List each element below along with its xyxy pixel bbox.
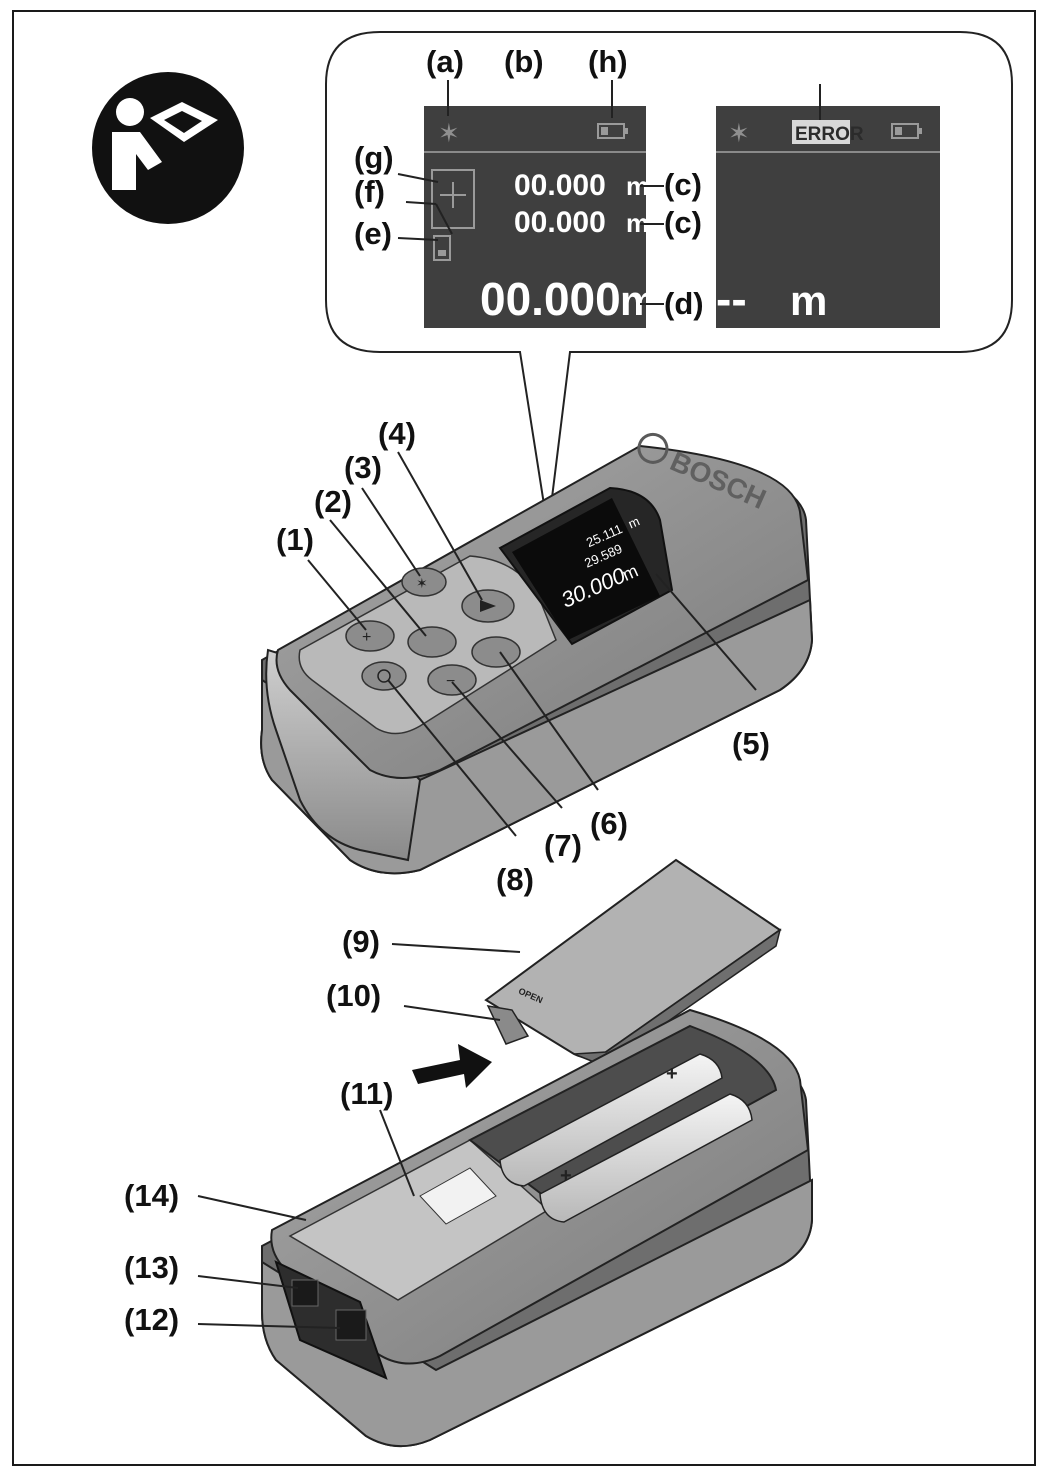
lower-leader-lines — [197, 943, 521, 1329]
serial-number-label — [419, 1167, 497, 1225]
callout-4: (4) — [378, 416, 416, 451]
device-callout-labels: (1) (2) (3) (4) (5) (6) (7) (8) — [276, 416, 770, 897]
unit-line-1: m — [626, 171, 649, 201]
callout-a: (a) — [426, 44, 464, 79]
rangefinder-back: + + — [261, 1008, 814, 1448]
display-leader-lines — [397, 80, 821, 305]
keypad: + ✶ − — [345, 567, 521, 696]
measure-icon — [480, 600, 496, 612]
power-icon — [377, 669, 391, 683]
callout-2: (2) — [314, 484, 352, 519]
measuring-function-icon — [431, 169, 475, 229]
cover-latch — [486, 1005, 530, 1045]
callout-10: (10) — [326, 978, 381, 1013]
rangefinder-front — [260, 444, 814, 875]
value-line-2: 00.000 — [514, 206, 606, 239]
callout-11: (11) — [340, 1076, 393, 1111]
svg-text:+: + — [560, 1165, 572, 1187]
minus-button[interactable] — [427, 664, 477, 696]
callout-f: (f) — [354, 174, 385, 209]
callout-5: (5) — [732, 726, 770, 761]
minus-icon: − — [446, 673, 455, 690]
function-button[interactable] — [407, 626, 457, 658]
error-value: -- — [716, 273, 747, 325]
bluetooth-icon: ✶ — [728, 119, 750, 149]
display-error: ✶ ERROR -- m — [716, 106, 940, 328]
reference-level-icon — [433, 235, 451, 261]
error-unit: m — [790, 277, 827, 324]
battery-icon — [597, 123, 628, 139]
callout-7: (7) — [544, 828, 582, 863]
value-main: 00.000 — [480, 273, 621, 325]
callout-h: (h) — [588, 44, 628, 79]
plus-icon: + — [362, 629, 371, 646]
push-arrow-icon — [412, 1044, 492, 1088]
bluetooth-icon: ✶ — [416, 576, 428, 592]
callout-9: (9) — [342, 924, 380, 959]
callout-6: (6) — [590, 806, 628, 841]
unit-main: m — [620, 277, 657, 324]
callout-3: (3) — [344, 450, 382, 485]
battery-1: + — [499, 1053, 723, 1187]
reception-lens — [335, 1309, 367, 1341]
value-line-1: 00.000 — [514, 169, 606, 202]
svg-text:+: + — [666, 1063, 678, 1085]
callout-e: (e) — [354, 216, 392, 251]
callout-b: (b) — [504, 44, 544, 79]
plus-button[interactable] — [345, 620, 395, 652]
error-badge — [792, 120, 850, 144]
device-leader-lines — [307, 451, 757, 837]
callout-13: (13) — [124, 1250, 179, 1285]
bluetooth-icon: ✶ — [438, 119, 460, 149]
callout-c-2: (c) — [664, 205, 702, 240]
error-text: ERROR — [795, 124, 864, 145]
unit-line-2: m — [626, 208, 649, 238]
callout-14: (14) — [124, 1178, 179, 1213]
callout-1: (1) — [276, 522, 314, 557]
battery-icon — [891, 123, 922, 139]
page-frame — [12, 10, 1036, 1466]
bluetooth-button[interactable] — [401, 567, 447, 597]
display-normal: ✶ 00.000 m 00.000 m 00.000 m — [424, 106, 657, 328]
laser-output — [291, 1279, 319, 1307]
reference-button[interactable] — [471, 636, 521, 668]
battery-2: + — [539, 1093, 753, 1223]
callout-8: (8) — [496, 862, 534, 897]
power-button[interactable] — [361, 661, 407, 691]
callout-12: (12) — [124, 1302, 179, 1337]
callout-d: (d) — [664, 286, 704, 321]
screen-unit-main: m — [619, 561, 641, 585]
callout-g: (g) — [354, 140, 394, 175]
callout-c-1: (c) — [664, 167, 702, 202]
read-manual-icon — [92, 72, 244, 224]
display-callout-labels: (a) (b) (h) (g) (f) (e) (c) (c) (d) — [354, 44, 704, 321]
lower-callout-labels: (9) (10) (11) (14) (13) (12) — [124, 924, 393, 1337]
